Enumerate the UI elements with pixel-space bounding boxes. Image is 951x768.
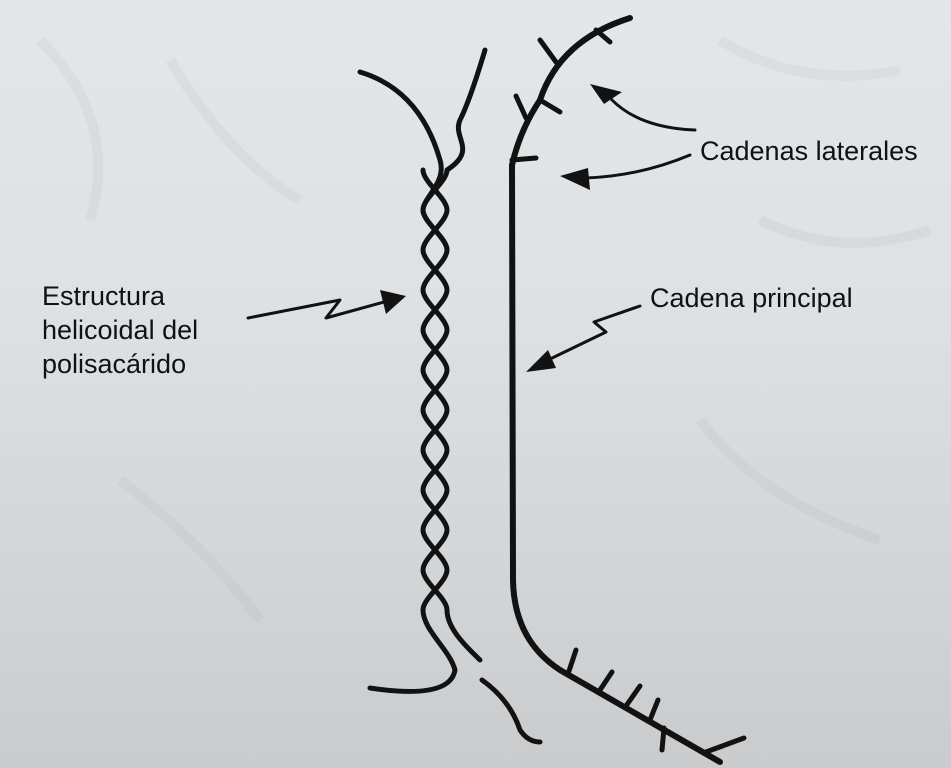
side-chains-top bbox=[512, 30, 610, 160]
arrow-side-chains-lower bbox=[560, 155, 690, 190]
main-chain-label-text: Cadena principal bbox=[650, 281, 853, 315]
helix-label-line-3: polisacárido bbox=[42, 347, 198, 381]
helix-label-line-2: helicoidal del bbox=[42, 313, 198, 347]
side-chains-label-text: Cadenas laterales bbox=[700, 134, 918, 168]
arrow-side-chains-upper bbox=[590, 84, 695, 130]
arrow-helix bbox=[248, 290, 406, 318]
helix-label-line-1: Estructura bbox=[42, 279, 198, 313]
helix-strand-b-body bbox=[423, 170, 480, 660]
helix-strand-b-tail bbox=[482, 680, 540, 742]
main-chain-label: Cadena principal bbox=[650, 281, 853, 315]
helix-strand-b bbox=[423, 50, 485, 250]
side-chains-bottom bbox=[568, 650, 744, 752]
helix-structure-label: Estructura helicoidal del polisacárido bbox=[42, 279, 198, 381]
side-chains-label: Cadenas laterales bbox=[700, 134, 918, 168]
arrow-main-chain bbox=[526, 306, 640, 372]
